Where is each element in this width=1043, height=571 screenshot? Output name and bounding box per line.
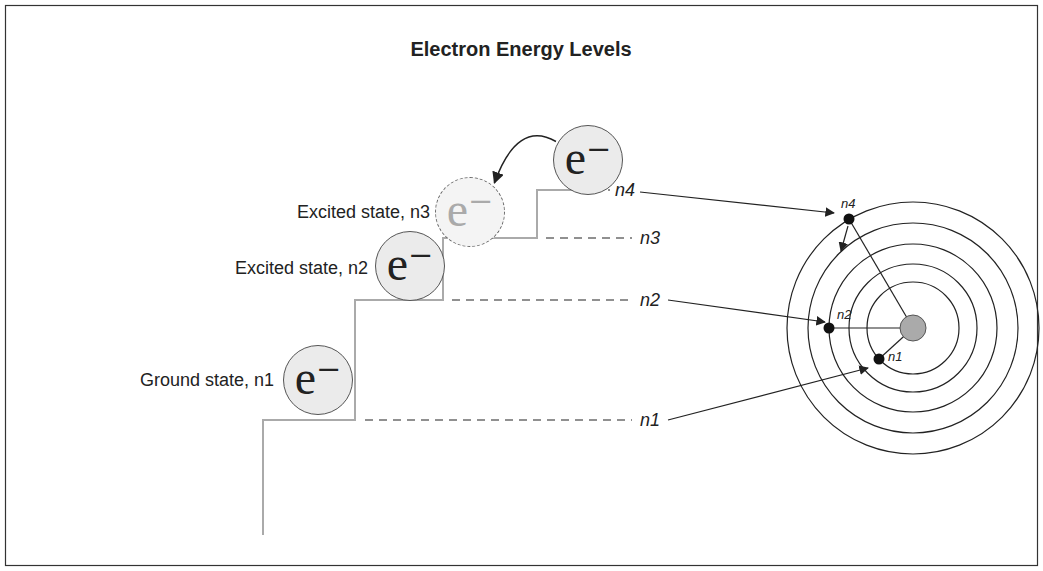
level-label: n4: [615, 180, 635, 201]
state-label: Excited state, n2: [235, 258, 368, 279]
energy-staircase: [263, 190, 588, 535]
electron-circle: e⁻: [435, 177, 505, 247]
electron-symbol: e⁻: [447, 186, 494, 234]
orbit-rings: [787, 202, 1039, 454]
orbit-label: n2: [837, 307, 851, 322]
state-label: Ground state, n1: [140, 370, 274, 391]
drop-arrow: [841, 226, 848, 251]
electron-circle: e⁻: [283, 345, 353, 415]
nucleus: [900, 315, 926, 341]
radius-lines: [829, 219, 913, 359]
transition-arrow: [494, 136, 556, 183]
electron-circle: e⁻: [553, 125, 623, 195]
electron-symbol: e⁻: [387, 240, 434, 288]
electron-dots: [824, 214, 885, 365]
electron-symbol: e⁻: [565, 134, 612, 182]
level-label: n3: [640, 228, 660, 249]
diagram-title: Electron Energy Levels: [410, 38, 631, 61]
orbit-label: n1: [888, 349, 902, 364]
level-label: n1: [640, 410, 660, 431]
level-label: n2: [640, 290, 660, 311]
frame-border: [6, 6, 1038, 566]
electron-symbol: e⁻: [295, 354, 342, 402]
electron-circle: e⁻: [375, 231, 445, 301]
leader-arrows: [640, 192, 868, 420]
orbit-label: n4: [841, 196, 855, 211]
state-label: Excited state, n3: [297, 202, 430, 223]
